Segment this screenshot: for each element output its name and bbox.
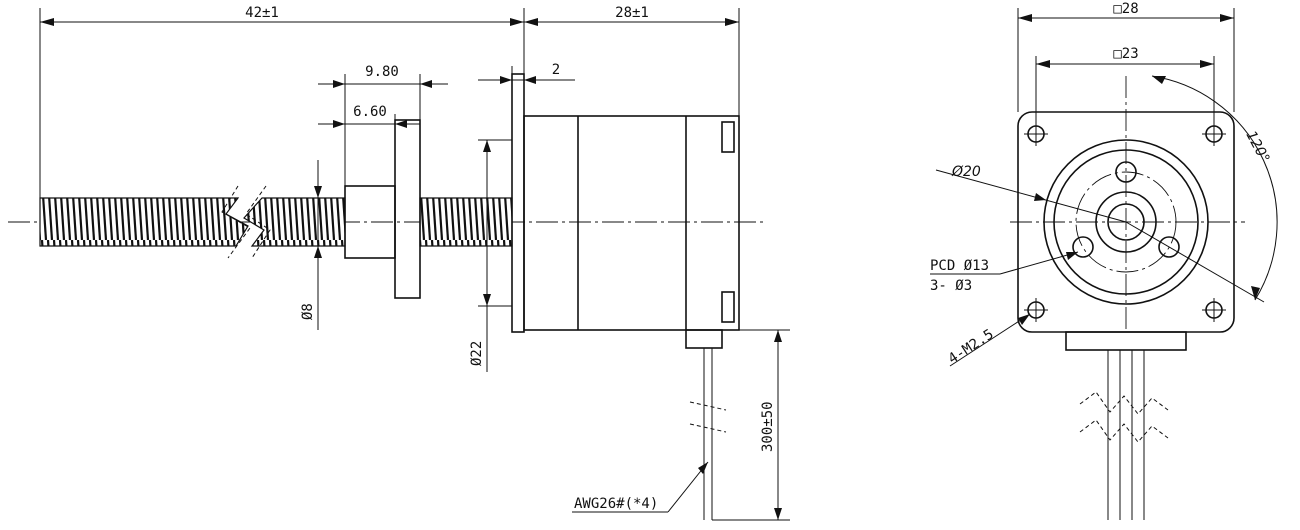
screw-break-line-1 <box>221 185 251 259</box>
pcd-label: PCD Ø13 <box>930 258 989 274</box>
flange-nut-flange <box>394 119 421 299</box>
boss-inner-circle <box>1053 149 1199 295</box>
dim-frame-size: □28 <box>1017 1 1235 112</box>
mount-holes-leader: 4-M2.5 <box>945 313 1031 367</box>
pcd-circle <box>1075 171 1177 273</box>
wire-break-1 <box>689 401 727 411</box>
motor-tab-bottom <box>721 291 735 323</box>
dim-lead-length: 300±50 <box>712 329 790 521</box>
dim-flange-inner: 6.60 <box>318 104 420 128</box>
pcd-hole-right <box>1158 236 1180 258</box>
pcd-holes-label: 3- Ø3 <box>930 278 972 294</box>
front-view: □28 □23 120° Ø20 <box>930 1 1278 520</box>
wire-spec-leader: AWG26#(*4) <box>572 461 709 513</box>
pcd-hole-top <box>1115 161 1137 183</box>
side-view: 42±1 28±1 9.80 6.60 <box>8 5 790 521</box>
dim-pilot-thickness: 2 <box>478 62 575 84</box>
overall-length-label: 42±1 <box>245 5 279 21</box>
front-wire-break-2 <box>1079 419 1169 443</box>
motor-body <box>523 115 740 331</box>
wire-break-2 <box>689 423 727 433</box>
dim-motor-length: 28±1 <box>524 5 740 116</box>
flange-offset-label: 9.80 <box>365 64 399 80</box>
screw-diameter-label: Ø8 <box>300 303 316 320</box>
pilot-thickness-label: 2 <box>552 62 560 78</box>
motor-pilot <box>511 73 525 333</box>
shaft-boss-circle <box>1095 191 1157 253</box>
front-wire-break-1 <box>1079 391 1169 415</box>
lead-screw-right-segment <box>419 197 513 247</box>
angle-label: 120° <box>1242 128 1272 165</box>
lead-exit-block <box>685 329 723 349</box>
wire-spec-label: AWG26#(*4) <box>574 496 658 512</box>
boss-diameter-leader: Ø20 <box>935 164 1127 223</box>
hole-spacing-label: □23 <box>1113 46 1138 62</box>
front-lead-exit <box>1065 331 1187 351</box>
dim-overall-length: 42±1 <box>39 5 525 198</box>
flange-inner-label: 6.60 <box>353 104 387 120</box>
dim-flange-offset: 9.80 <box>318 64 448 186</box>
motor-tab-top <box>721 121 735 153</box>
shaft-circle <box>1107 203 1145 241</box>
motor-length-label: 28±1 <box>615 5 649 21</box>
pcd-leader: PCD Ø13 3- Ø3 <box>930 251 1079 294</box>
pilot-diameter-label: Ø22 <box>469 341 485 366</box>
dim-pilot-diameter: Ø22 <box>469 139 512 372</box>
dim-screw-diameter: Ø8 <box>300 160 330 330</box>
boss-outer-circle <box>1043 139 1209 305</box>
dim-hole-spacing: □23 <box>1035 46 1215 126</box>
lead-screw-mid-segment <box>243 197 346 247</box>
boss-diameter-label: Ø20 <box>951 164 981 180</box>
lead-length-label: 300±50 <box>760 401 776 452</box>
pcd-hole-left <box>1072 236 1094 258</box>
screw-break-line-2 <box>245 185 271 259</box>
mount-holes-label: 4-M2.5 <box>945 326 996 367</box>
lead-screw-left-segment <box>39 197 249 247</box>
frame-size-label: □28 <box>1113 1 1138 17</box>
